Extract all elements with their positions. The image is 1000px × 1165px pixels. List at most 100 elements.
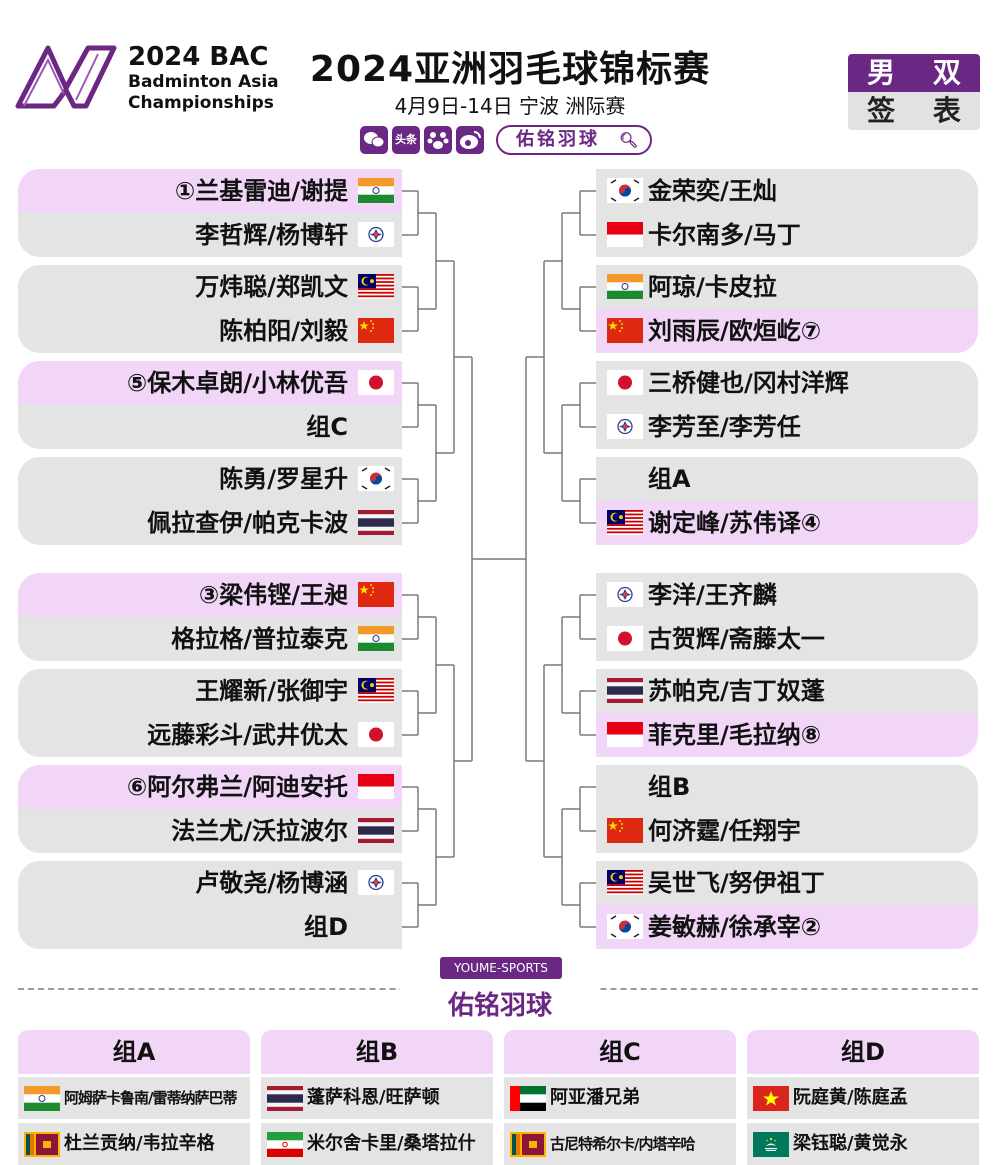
- draw-entry-left-6: 组C: [18, 405, 402, 449]
- group-entry-name: 古尼特希尔卡/内塔辛哈: [550, 1135, 695, 1153]
- entry-name: 金荣奕/王灿: [648, 177, 777, 205]
- entry-name: 法兰尤/沃拉波尔: [171, 817, 348, 845]
- tpe-flag-icon: [358, 222, 394, 247]
- entry-name: 组C: [306, 413, 348, 441]
- draw-entry-left-15: 卢敬尧/杨博涵: [18, 861, 402, 905]
- draw-entry-left-3: 万炜聪/郑凯文: [18, 265, 402, 309]
- draw-entry-left-12: 远藤彩斗/武井优太: [18, 713, 402, 757]
- wechat-icon[interactable]: [360, 126, 388, 154]
- group-entry: 杜兰贡纳/韦拉辛格: [18, 1123, 250, 1165]
- group-header: 组A: [18, 1030, 250, 1074]
- thailand-flag-icon: [358, 510, 394, 535]
- draw-entry-right-12: 菲克里/毛拉纳⑧: [596, 713, 978, 757]
- draw-entry-right-11: 苏帕克/吉丁奴蓬: [596, 669, 978, 713]
- entry-name: 李芳至/李芳任: [648, 413, 801, 441]
- entry-name: 李洋/王齐麟: [648, 581, 777, 609]
- entry-name: 万炜聪/郑凯文: [195, 273, 348, 301]
- china-flag-icon: [358, 582, 394, 607]
- entry-name: 卡尔南多/马丁: [648, 221, 801, 249]
- draw-entry-right-15: 吴世飞/努伊祖丁: [596, 861, 978, 905]
- entry-name: 佩拉查伊/帕克卡波: [147, 509, 348, 537]
- entry-name: ③梁伟铿/王昶: [198, 581, 348, 609]
- entry-name: 陈勇/罗星升: [219, 465, 348, 493]
- draw-entry-right-14: 何济霆/任翔宇: [596, 809, 978, 853]
- draw-entry-left-10: 格拉格/普拉泰克: [18, 617, 402, 661]
- india-flag-icon: [358, 178, 394, 203]
- baidu-paw-icon[interactable]: [424, 126, 452, 154]
- group-entry-name: 杜兰贡纳/韦拉辛格: [64, 1133, 215, 1154]
- bracket-lines: [402, 190, 596, 928]
- group-entry: 阮庭黄/陈庭孟: [747, 1077, 979, 1119]
- group-entry: 阿姆萨卡鲁南/雷蒂纳萨巴蒂: [18, 1077, 250, 1119]
- sponsor-tag: YOUME-SPORTS: [440, 957, 562, 979]
- draw-entry-right-13: 组B: [596, 765, 978, 809]
- entry-name: 组D: [304, 913, 348, 941]
- thailand-flag-icon: [358, 818, 394, 843]
- malaysia-flag-icon: [358, 678, 394, 703]
- draw-entry-left-14: 法兰尤/沃拉波尔: [18, 809, 402, 853]
- tpe-flag-icon: [358, 870, 394, 895]
- entry-name: 刘雨辰/欧烜屹⑦: [648, 317, 822, 345]
- vietnam-flag-icon: [753, 1086, 789, 1111]
- entry-name: 苏帕克/吉丁奴蓬: [648, 677, 825, 705]
- japan-flag-icon: [358, 370, 394, 395]
- group-header: 组D: [747, 1030, 979, 1074]
- weibo-icon[interactable]: [456, 126, 484, 154]
- draw-entry-right-9: 李洋/王齐麟: [596, 573, 978, 617]
- group-header: 组B: [261, 1030, 493, 1074]
- entry-name: 谢定峰/苏伟译④: [648, 509, 822, 537]
- korea-flag-icon: [358, 466, 394, 491]
- entry-name: 姜敏赫/徐承宰②: [648, 913, 822, 941]
- entry-name: 三桥健也/冈村洋辉: [648, 369, 849, 397]
- brand-search-label: 佑铭羽球: [516, 129, 600, 150]
- draw-entry-left-13: ⑥阿尔弗兰/阿迪安托: [18, 765, 402, 809]
- korea-flag-icon: [607, 178, 643, 203]
- draw-entry-left-11: 王耀新/张御宇: [18, 669, 402, 713]
- tpe-flag-icon: [607, 582, 643, 607]
- iran-flag-icon: [267, 1132, 303, 1157]
- draw-entry-left-16: 组D: [18, 905, 402, 949]
- thailand-flag-icon: [267, 1086, 303, 1111]
- draw-entry-left-9: ③梁伟铿/王昶: [18, 573, 402, 617]
- entry-name: 组B: [648, 773, 691, 801]
- indonesia-flag-icon: [607, 222, 643, 247]
- group-entry-name: 米尔舍卡里/桑塔拉什: [307, 1133, 476, 1154]
- footer-brand: 佑铭羽球: [400, 985, 600, 1022]
- group-entry: 米尔舍卡里/桑塔拉什: [261, 1123, 493, 1165]
- entry-name: 组A: [648, 465, 691, 493]
- group-entry: 梁钰聪/黄觉永: [747, 1123, 979, 1165]
- entry-name: 格拉格/普拉泰克: [171, 625, 348, 653]
- draw-entry-left-8: 佩拉查伊/帕克卡波: [18, 501, 402, 545]
- uae-flag-icon: [510, 1086, 546, 1111]
- entry-name: ⑤保木卓朗/小林优吾: [126, 369, 348, 397]
- logo-line-1: Badminton Asia: [128, 72, 279, 92]
- draw-entry-right-3: 阿琼/卡皮拉: [596, 265, 978, 309]
- entry-name: ⑥阿尔弗兰/阿迪安托: [126, 773, 348, 801]
- malaysia-flag-icon: [358, 274, 394, 299]
- draw-entry-right-4: 刘雨辰/欧烜屹⑦: [596, 309, 978, 353]
- brand-search-pill[interactable]: 佑铭羽球 🔍︎: [496, 125, 652, 155]
- entry-name: 吴世飞/努伊祖丁: [648, 869, 825, 897]
- page-title: 2024亚洲羽毛球锦标赛: [309, 49, 711, 90]
- group-entry-name: 阿姆萨卡鲁南/雷蒂纳萨巴蒂: [64, 1089, 237, 1107]
- macau-flag-icon: [753, 1132, 789, 1157]
- draw-entry-right-2: 卡尔南多/马丁: [596, 213, 978, 257]
- entry-name: 王耀新/张御宇: [195, 677, 348, 705]
- entry-name: 陈柏阳/刘毅: [219, 317, 348, 345]
- malaysia-flag-icon: [607, 870, 643, 895]
- entry-name: 何济霆/任翔宇: [648, 817, 801, 845]
- indonesia-flag-icon: [607, 722, 643, 747]
- japan-flag-icon: [607, 370, 643, 395]
- draw-entry-left-7: 陈勇/罗星升: [18, 457, 402, 501]
- entry-name: 卢敬尧/杨博涵: [195, 869, 348, 897]
- korea-flag-icon: [607, 914, 643, 939]
- entry-name: 远藤彩斗/武井优太: [147, 721, 348, 749]
- toutiao-icon[interactable]: 头条: [392, 126, 420, 154]
- search-icon: 🔍︎: [618, 131, 638, 149]
- india-flag-icon: [24, 1086, 60, 1111]
- group-header: 组C: [504, 1030, 736, 1074]
- draw-entry-left-2: 李哲辉/杨博轩: [18, 213, 402, 257]
- entry-name: 阿琼/卡皮拉: [648, 273, 777, 301]
- srilanka-flag-icon: [24, 1132, 60, 1157]
- draw-entry-right-8: 谢定峰/苏伟译④: [596, 501, 978, 545]
